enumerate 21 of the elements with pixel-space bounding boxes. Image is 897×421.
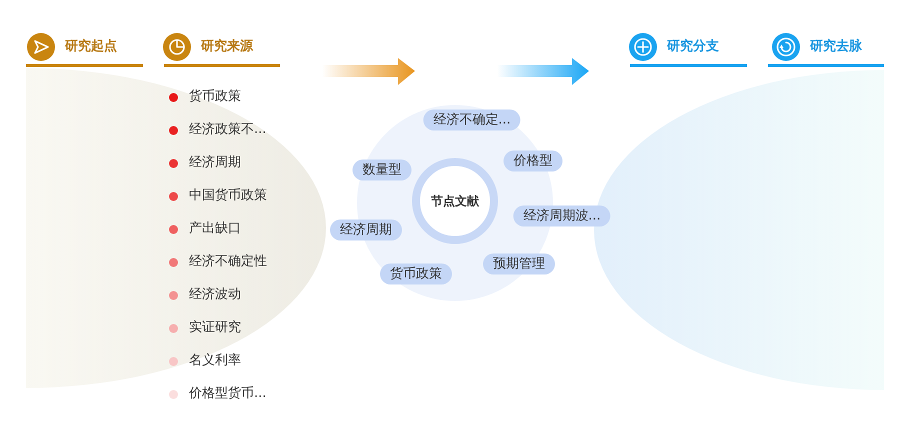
keyword-text: 经济政策不... (189, 122, 266, 138)
keyword-text: 货币政策 (189, 89, 241, 105)
keyword-text: 产出缺口 (189, 221, 241, 237)
keyword-tag: 货币政策 (380, 264, 452, 284)
section-title: 研究来源 (201, 39, 253, 55)
keyword-tag: 经济周期波... (513, 206, 611, 226)
section-title: 研究去脉 (810, 39, 862, 55)
keyword-text: 实证研究 (189, 320, 241, 336)
section-title: 研究起点 (65, 39, 117, 55)
keyword-tag: 价格型 (504, 150, 562, 172)
keyword-tag: 预期管理 (483, 254, 555, 274)
keyword-text: 经济不确定性 (189, 254, 267, 270)
keyword-text: 经济波动 (189, 287, 241, 303)
section-title: 研究分支 (667, 39, 719, 55)
keyword-text: 名义利率 (189, 353, 241, 369)
keyword-tag: 数量型 (352, 160, 412, 180)
keyword-tag: 经济周期 (330, 220, 402, 240)
keyword-text: 价格型货币... (189, 386, 266, 402)
keyword-text: 经济周期 (189, 155, 241, 171)
keyword-text: 中国货币政策 (189, 188, 267, 204)
keyword-tag: 经济不确定... (423, 110, 521, 130)
